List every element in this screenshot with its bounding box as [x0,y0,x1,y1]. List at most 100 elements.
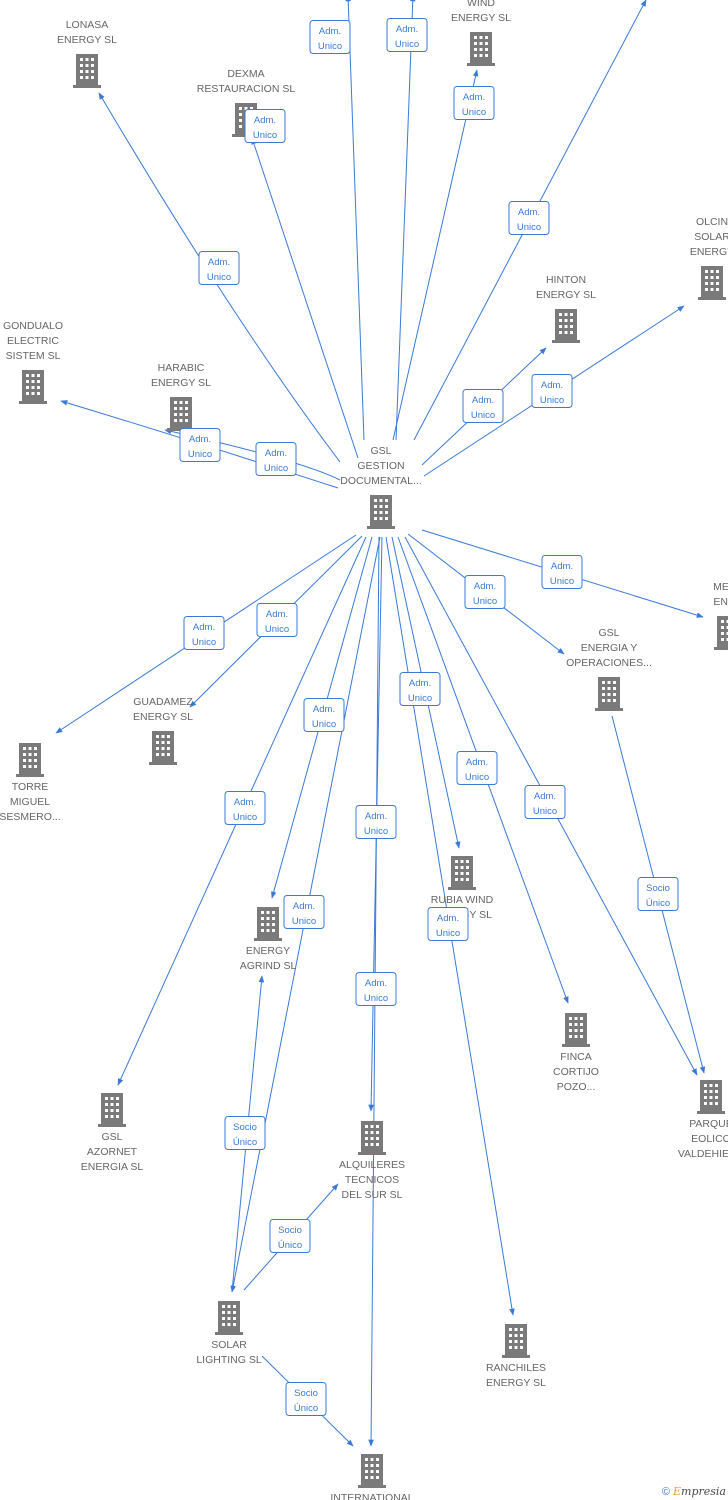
edge-label-text: Unico [517,222,541,233]
company-node-international[interactable]: INTERNATIONAL [330,1454,414,1500]
company-name-line: ENERGY SL [536,289,596,301]
edge-label-adm-guadamez[interactable]: Adm.Unico [256,603,298,637]
edge-label-adm-agrind[interactable]: Adm.Unico [303,698,345,732]
edge-label-text: Unico [192,637,216,648]
building-icon [149,731,177,765]
company-node-finca[interactable]: FINCACORTIJOPOZO... [553,1013,599,1093]
edge-label-box [303,698,345,732]
edge-label-text: Unico [264,463,288,474]
edge-label-box [541,555,583,589]
company-name-line: EOLICO [691,1133,728,1145]
edge-label-box [198,251,240,285]
edge-center-to-top2 [395,0,416,441]
company-name-line: AZORNET [87,1146,138,1158]
edge-label-text: Unico [465,772,489,783]
edge-label-text: Unico [292,916,316,927]
edge-label-adm-torre[interactable]: Adm.Unico [183,616,225,650]
edge-label-adm-gondualo[interactable]: Adm.Unico [179,428,221,462]
edge-label-text: Unico [473,596,497,607]
edge-label-text: Adm. [518,207,540,218]
building-icon [448,856,476,890]
edge-label-box [256,603,298,637]
edge-label-text: Adm. [409,678,431,689]
edges-layer [55,0,706,1447]
edge-label-adm-top2[interactable]: Adm.Unico [386,18,428,52]
building-icon [698,266,726,300]
edge-label-adm-harabic[interactable]: Adm.Unico [255,442,297,476]
edge-label-adm-gslenergia[interactable]: Adm.Unico [464,575,506,609]
company-name-line: ENERGY SL [486,1377,546,1389]
edge-label-adm-ranchiles[interactable]: Adm.Unico [427,907,469,941]
edge-label-text: Adm. [266,609,288,620]
edge-label-adm-finca[interactable]: Adm.Unico [456,751,498,785]
company-name-line: GESTION [357,460,404,472]
company-name-line: SISTEM SL [6,350,61,362]
edge-label-adm-lonasa[interactable]: Adm.Unico [198,251,240,285]
edge-label-adm-hinton[interactable]: Adm.Unico [462,389,504,423]
edge-label-text: Socio [646,883,670,894]
edge-label-adm-melo[interactable]: Adm.Unico [541,555,583,589]
edge-label-box [637,877,679,911]
edge-label-text: Unico [550,576,574,587]
company-node-olcina[interactable]: OLCINSOLARENERGY [690,216,728,300]
building-icon [595,677,623,711]
company-name-line: ENERGY SL [57,34,117,46]
company-name-line: FINCA [560,1051,592,1063]
company-node-torre[interactable]: TORREMIGUELSESMERO... [0,743,61,823]
edge-label-box [309,20,351,54]
edge-label-adm-azornet[interactable]: Adm.Unico [224,791,266,825]
edge-label-adm-top3[interactable]: Adm. Unico [508,201,550,235]
company-name-line: ENERGY SL [451,12,511,24]
edge-label-adm-parque[interactable]: Adm.Unico [524,785,566,819]
building-icon [367,495,395,529]
edge-label-adm-wind[interactable]: Adm.Unico [453,86,495,120]
edge-label-text: Adm. [208,257,230,268]
company-name-line: ENERGY SL [133,711,193,723]
company-node-center[interactable]: GSLGESTIONDOCUMENTAL... [340,445,422,529]
company-name-line: SOLAR [694,231,728,243]
edge-label-text: Unico [395,39,419,50]
edge-label-adm-solar[interactable]: Adm.Unico [283,895,325,929]
edge-label-adm-rubia[interactable]: Adm.Unico [399,672,441,706]
company-name-line: DEL SUR SL [342,1189,403,1201]
edge-label-box [224,791,266,825]
edge-label-adm-olcina[interactable]: Adm.Unico [531,374,573,408]
edge-label-adm-dexma[interactable]: Adm.Unico [244,109,286,143]
edge-label-box [462,389,504,423]
edge-label-text: Adm. [234,797,256,808]
company-name-line: MELO [713,581,728,593]
brand-logo-text: mpresia [681,1485,726,1498]
edge-label-adm-international[interactable]: Adm.Unico [355,972,397,1006]
edge-label-text: Unico [253,130,277,141]
company-node-melo[interactable]: MELOENER [713,581,728,650]
edge-center-to-lonasa [98,92,341,463]
company-node-ranchiles[interactable]: RANCHILES ENERGY SL [486,1324,546,1389]
company-node-parque[interactable]: PARQUEEOLICOVALDEHIERR [678,1080,728,1160]
company-name-line: RANCHILES [486,1362,546,1374]
edge-label-adm-top1[interactable]: Adm.Unico [309,20,351,54]
footer-brand[interactable]: © Empresia [662,1485,726,1498]
edge-label-box [244,109,286,143]
edge-label-box [399,672,441,706]
edge-label-adm-alquileres[interactable]: Adm.Unico [355,805,397,839]
edge-label-box [464,575,506,609]
edge-label-text: Unico [364,826,388,837]
